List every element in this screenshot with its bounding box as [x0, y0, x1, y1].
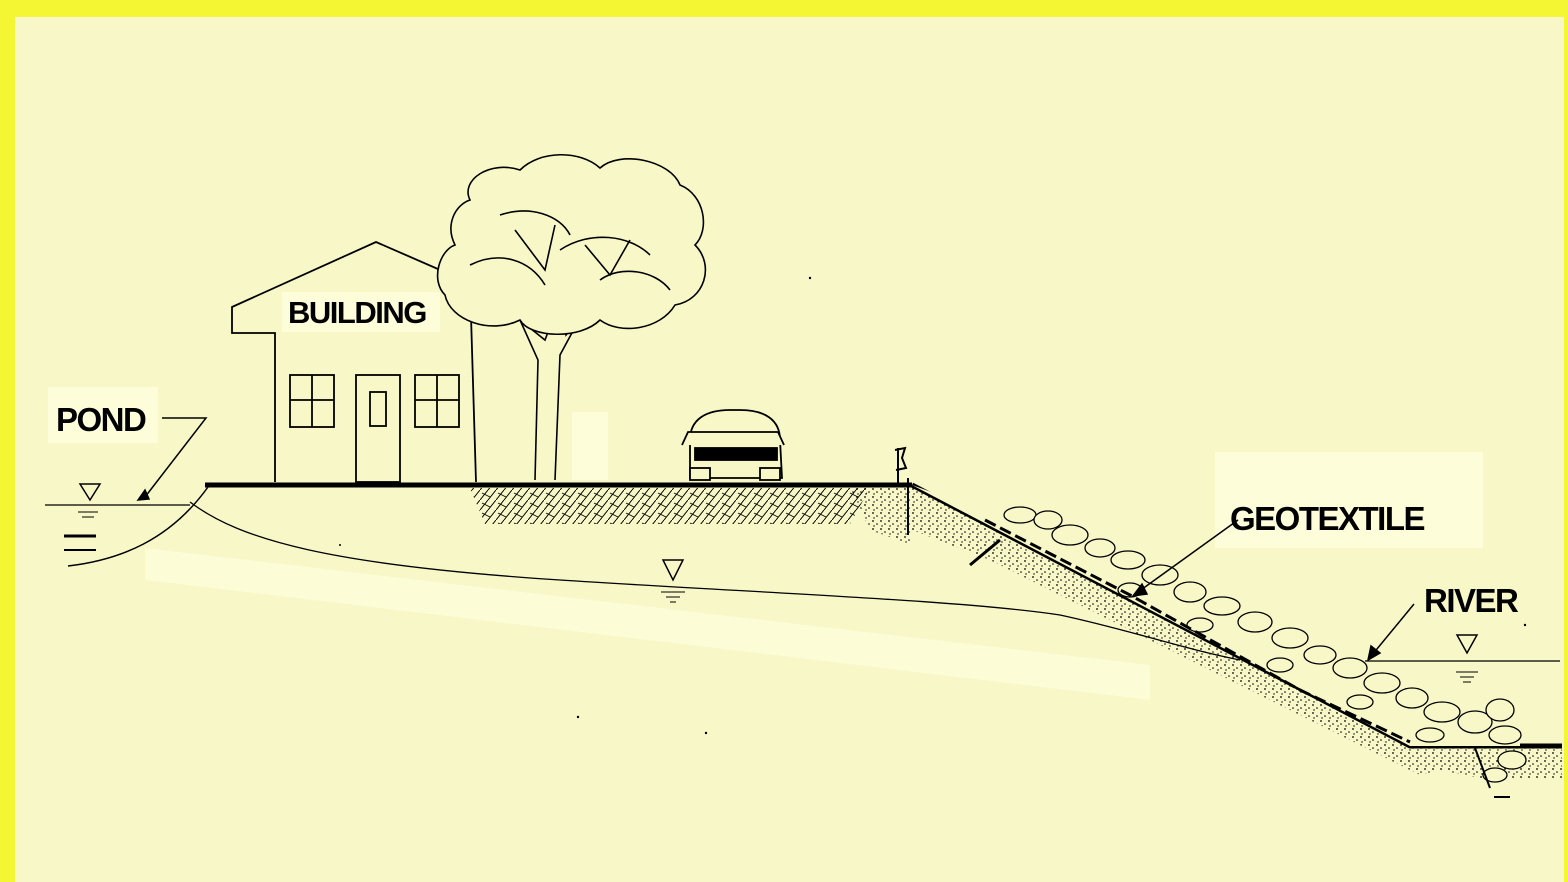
pond-label-box	[48, 387, 158, 443]
water-level-symbol	[661, 559, 685, 603]
river-leader-line	[1371, 603, 1415, 656]
bottom-soil	[1410, 746, 1562, 778]
road-base-soil	[470, 488, 870, 524]
signpost-icon	[894, 446, 909, 535]
pond-label: POND	[56, 401, 146, 438]
tree-icon	[436, 153, 707, 481]
geotextile-label-box	[1215, 452, 1483, 548]
geotextile-leader-line	[1137, 519, 1239, 593]
building-label-box	[282, 292, 440, 332]
groundwater-line	[189, 501, 1241, 661]
light-patch	[572, 412, 608, 480]
toe-anchor-bottom	[1474, 747, 1491, 789]
slope-soil	[912, 485, 1440, 775]
faint-band	[145, 548, 1150, 700]
water-level-symbol	[1455, 634, 1479, 683]
water-level-symbol	[78, 483, 102, 518]
building-label: BUILDING	[288, 295, 426, 330]
toe-anchor-top	[969, 538, 1001, 567]
pond-leader-line	[144, 417, 208, 498]
river-label: RIVER	[1424, 582, 1519, 619]
car-icon	[681, 409, 785, 481]
geotextile-label: GEOTEXTILE	[1230, 500, 1425, 537]
fill-soil	[850, 488, 912, 545]
geotextile-layer	[984, 518, 1411, 744]
